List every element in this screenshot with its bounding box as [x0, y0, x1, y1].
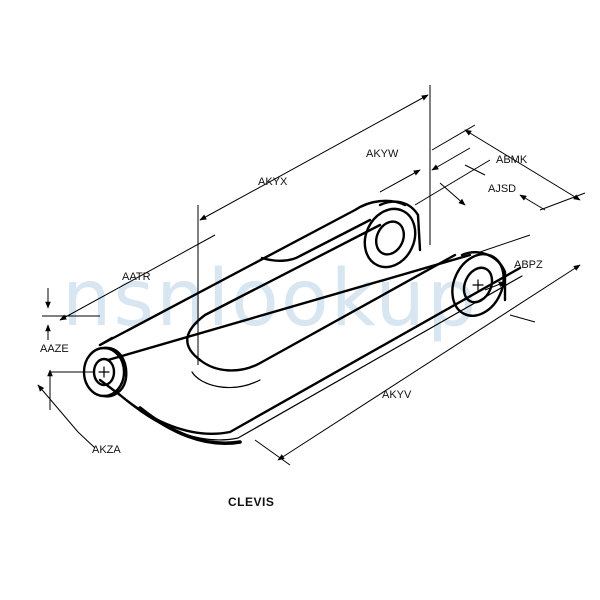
dimension-lines	[37, 85, 586, 466]
label-ajsd: AJSD	[488, 183, 516, 195]
label-akyx: AKYX	[258, 176, 288, 188]
label-abmk: ABMK	[496, 154, 528, 166]
label-akyw: AKYW	[366, 148, 399, 160]
label-aatr: AATR	[122, 271, 151, 283]
label-akyv: AKYV	[382, 389, 412, 401]
watermark-text: nsnlookup	[62, 254, 478, 344]
label-abpz: ABPZ	[514, 259, 543, 271]
label-aaze: AAZE	[40, 343, 69, 355]
diagram-title: CLEVIS	[228, 495, 274, 509]
label-akza: AKZA	[92, 444, 121, 456]
